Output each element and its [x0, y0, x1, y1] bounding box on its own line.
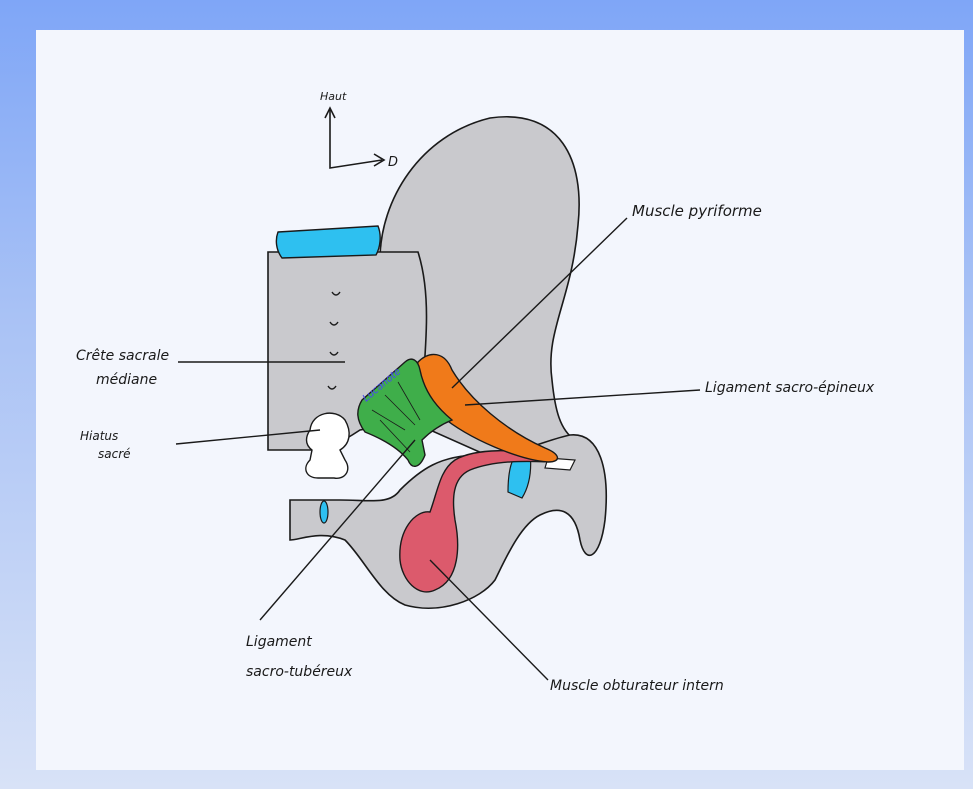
- orientation-indicator: [325, 108, 384, 168]
- right-label: D: [388, 155, 398, 170]
- label-crest-line2: médiane: [96, 372, 157, 388]
- symphysis-cartilage: [320, 501, 328, 523]
- label-piriformis: Muscle pyriforme: [632, 202, 762, 220]
- orientation-axes: [330, 110, 382, 168]
- sacral-hiatus: [306, 413, 349, 478]
- sacral-base-cartilage: [276, 226, 380, 258]
- label-hiatus-line1: Hiatus: [80, 429, 118, 443]
- label-sacrospinous: Ligament sacro-épineux: [705, 380, 875, 396]
- label-hiatus-line2: sacré: [98, 447, 131, 461]
- label-crest-line1: Crête sacrale: [76, 348, 169, 364]
- label-obturator: Muscle obturateur intern: [550, 678, 724, 694]
- label-sacrotuberous-line2: sacro-tubéreux: [246, 664, 353, 680]
- up-label: Haut: [320, 90, 347, 103]
- label-sacrotuberous-line1: Ligament: [246, 634, 312, 650]
